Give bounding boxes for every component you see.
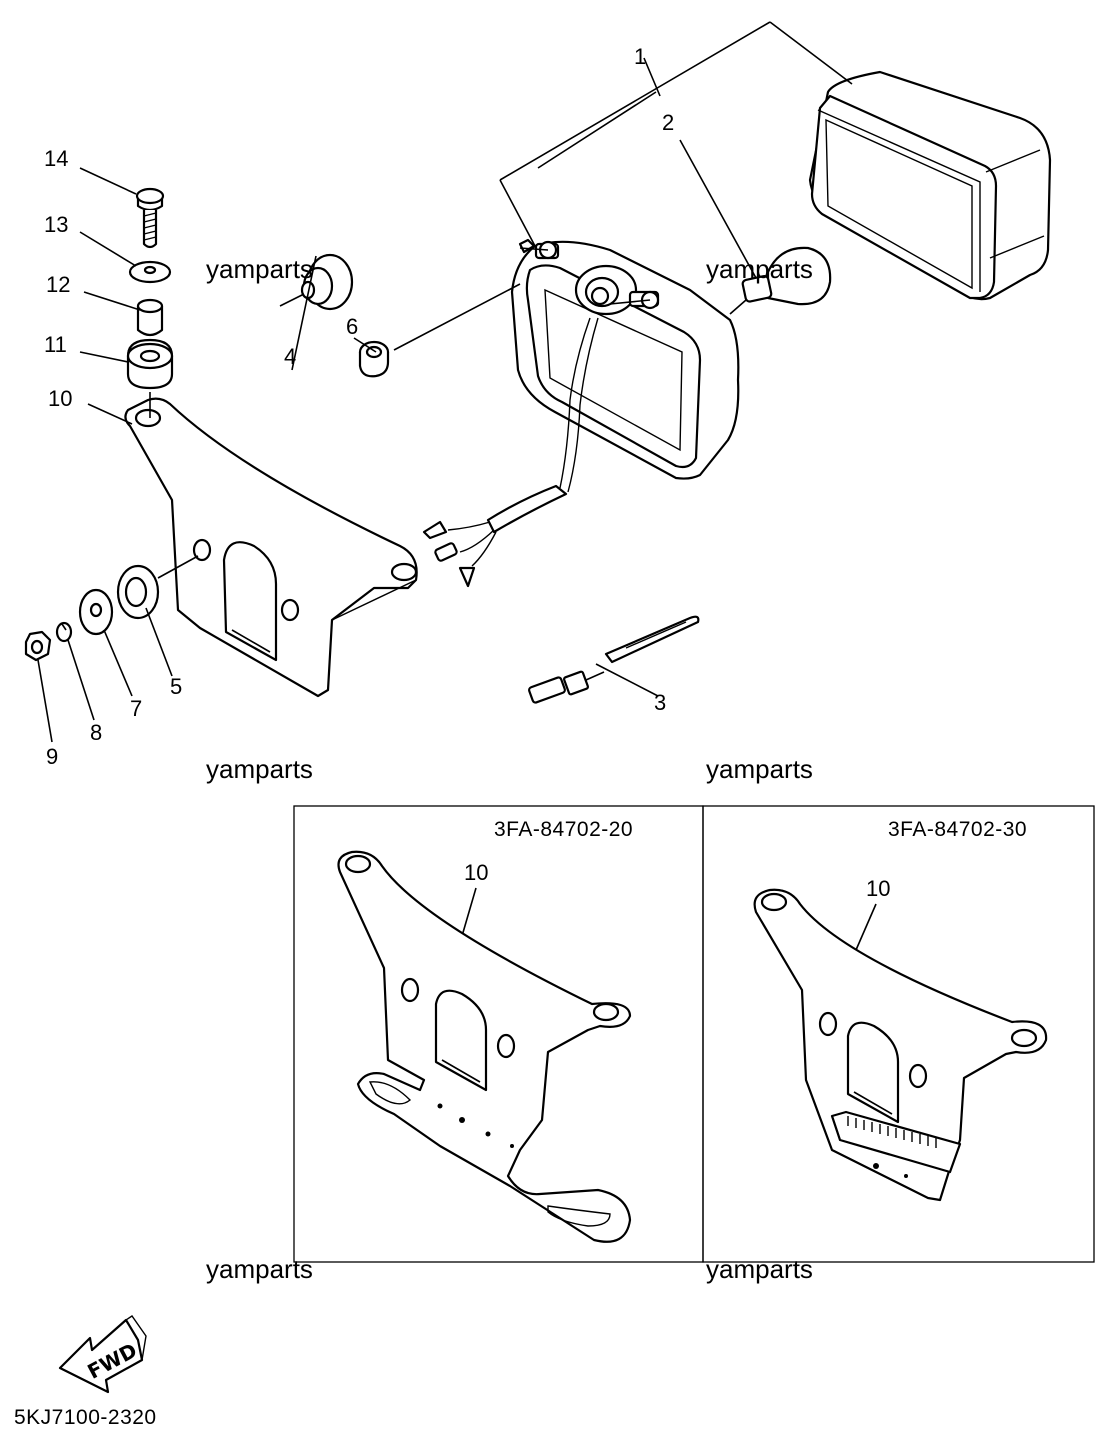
label-part-11: 11 — [44, 332, 67, 357]
inset-left: 3FA-84702-20 10 — [293, 805, 704, 1263]
label-part-10: 10 — [48, 386, 72, 411]
watermark: yamparts — [206, 1254, 313, 1284]
tail-light-lens — [808, 70, 1052, 301]
collar-12 — [136, 298, 164, 337]
grommet-5 — [116, 564, 160, 620]
watermark: yamparts — [706, 754, 813, 784]
label-part-8: 8 — [90, 720, 102, 745]
bracket — [124, 397, 418, 698]
label-part-4: 4 — [284, 344, 296, 369]
watermark: yamparts — [206, 254, 313, 284]
collar — [358, 340, 390, 378]
cable-tie — [528, 615, 700, 704]
label-part-3: 3 — [654, 690, 666, 715]
label-part-6: 6 — [346, 314, 358, 339]
forward-arrow-icon: FWD — [58, 1315, 147, 1394]
label-part-1: 1 — [634, 44, 646, 69]
bolt-14 — [135, 187, 165, 249]
inset-right-part-label: 10 — [866, 876, 890, 901]
label-part-5: 5 — [170, 674, 182, 699]
tail-light-housing — [510, 238, 740, 480]
grommet-11 — [126, 338, 174, 390]
label-part-12: 12 — [46, 272, 70, 297]
bulb — [729, 246, 832, 315]
inset-right-code: 3FA-84702-30 — [888, 818, 1027, 841]
watermark: yamparts — [206, 754, 313, 784]
label-part-14: 14 — [44, 146, 68, 171]
label-part-2: 2 — [662, 110, 674, 135]
label-part-9: 9 — [46, 744, 58, 769]
watermark: yamparts — [706, 254, 813, 284]
inset-left-part-label: 10 — [464, 860, 488, 885]
washer-7 — [78, 588, 114, 636]
inset-right: 3FA-84702-30 10 — [702, 805, 1095, 1263]
wiring-harness — [422, 317, 599, 588]
label-part-7: 7 — [130, 696, 142, 721]
label-part-13: 13 — [44, 212, 68, 237]
leader-lines — [37, 57, 661, 743]
diagram-code: 5KJ7100-2320 — [14, 1406, 157, 1429]
watermark: yamparts — [706, 1254, 813, 1284]
lock-washer-8 — [55, 621, 73, 643]
washer-13 — [128, 260, 172, 284]
nut-9 — [24, 630, 52, 662]
inset-left-code: 3FA-84702-20 — [494, 818, 633, 841]
